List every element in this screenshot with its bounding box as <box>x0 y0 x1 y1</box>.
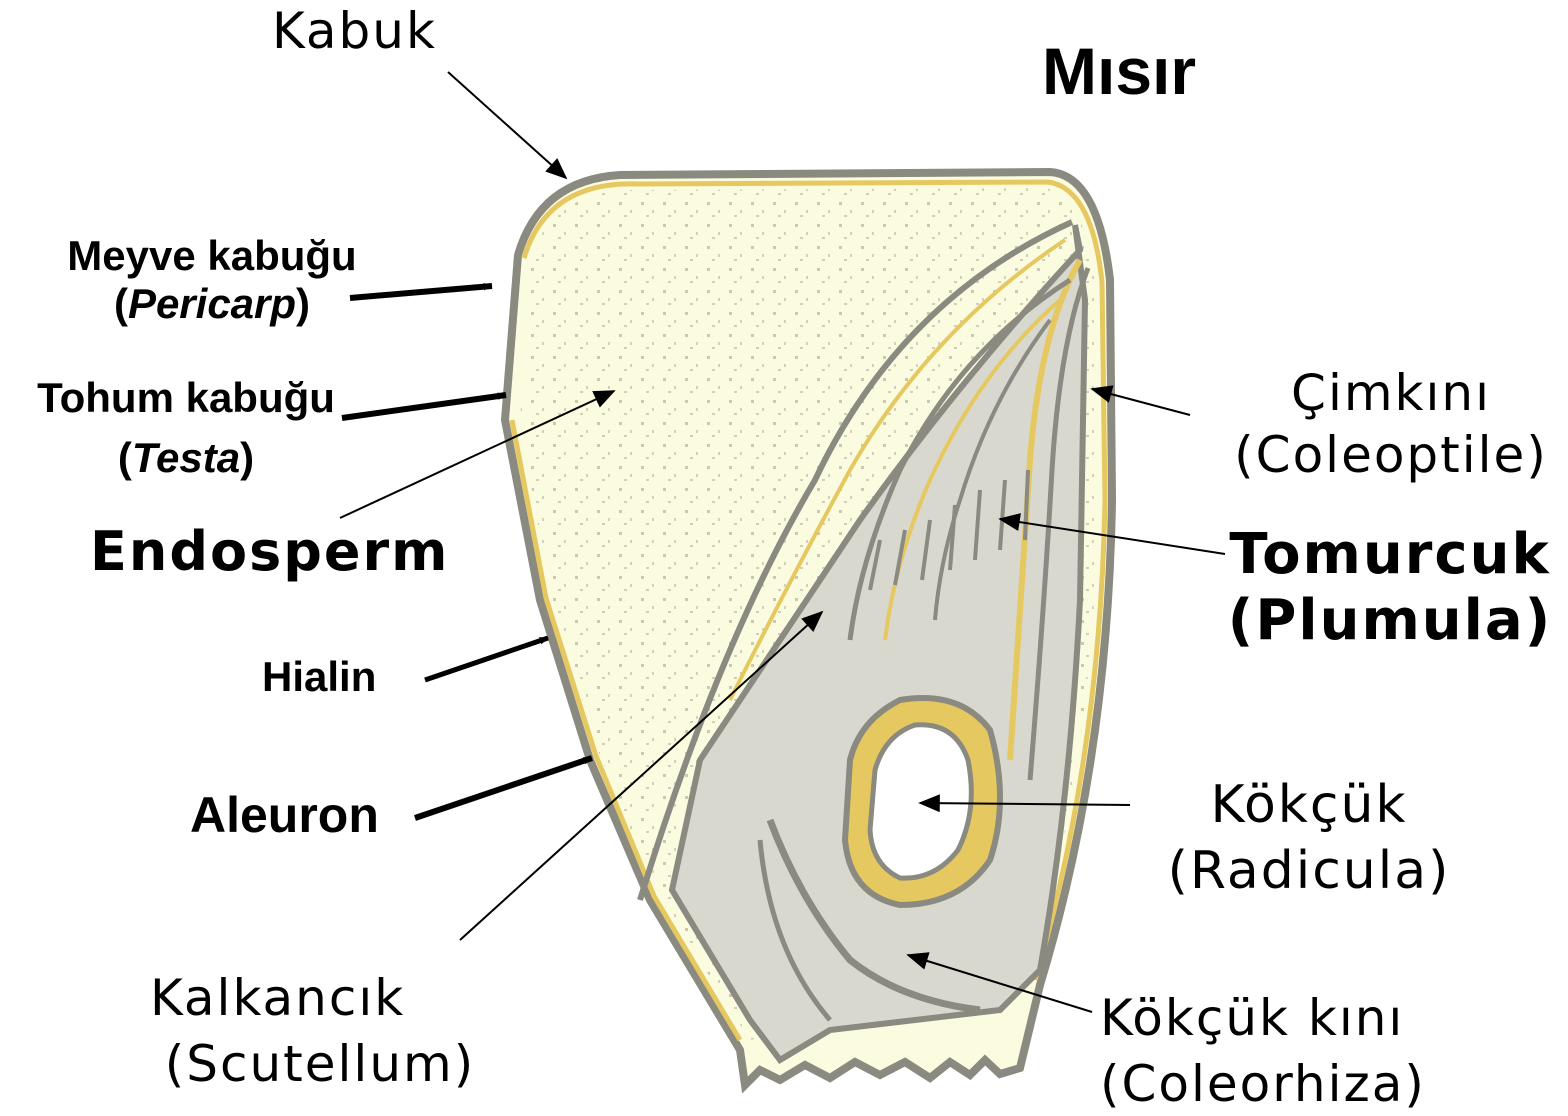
arrow-aleuron <box>415 758 592 818</box>
label-pericarp-group: Meyve kabuğu (Pericarp) <box>44 232 380 328</box>
label-radicula-group: Kökçük (Radicula) <box>1144 772 1474 904</box>
label-pericarp: (Pericarp) <box>44 280 380 328</box>
label-endosperm: Endosperm <box>90 525 449 579</box>
label-tohum-kabugu: Tohum kabuğu <box>16 368 356 428</box>
label-hialin: Hialin <box>262 656 376 698</box>
label-testa: (Testa) <box>16 428 356 488</box>
label-testa-group: Tohum kabuğu (Testa) <box>16 368 356 488</box>
label-aleuron: Aleuron <box>190 790 379 840</box>
label-coleoptile: (Coleoptile) <box>1214 424 1568 486</box>
radicula-shape <box>870 725 971 878</box>
label-coleorhiza-group: Kökçük kını (Coleorhiza) <box>1100 985 1500 1116</box>
label-plumula-group: Tomurcuk (Plumula) <box>1222 522 1558 654</box>
label-tomurcuk: Tomurcuk <box>1222 522 1558 588</box>
label-scutellum-group: Kalkancık (Scutellum) <box>140 965 500 1097</box>
label-radicula: (Radicula) <box>1144 838 1474 904</box>
label-kokcuk-kini: Kökçük kını <box>1100 985 1500 1051</box>
label-kalkancik: Kalkancık <box>140 965 500 1031</box>
arrow-hialin <box>425 638 548 680</box>
arrow-kabuk <box>448 72 566 178</box>
label-cimkini: Çimkını <box>1214 362 1568 424</box>
arrow-testa <box>342 395 506 418</box>
label-coleorhiza: (Coleorhiza) <box>1100 1051 1500 1116</box>
label-coleoptile-group: Çimkını (Coleoptile) <box>1214 362 1568 486</box>
diagram-title: Mısır <box>1042 38 1196 104</box>
label-scutellum: (Scutellum) <box>140 1031 500 1097</box>
label-kokcuk: Kökçük <box>1144 772 1474 838</box>
label-kabuk: Kabuk <box>272 6 437 56</box>
label-meyve-kabugu: Meyve kabuğu <box>44 232 380 280</box>
label-plumula: (Plumula) <box>1222 588 1558 654</box>
